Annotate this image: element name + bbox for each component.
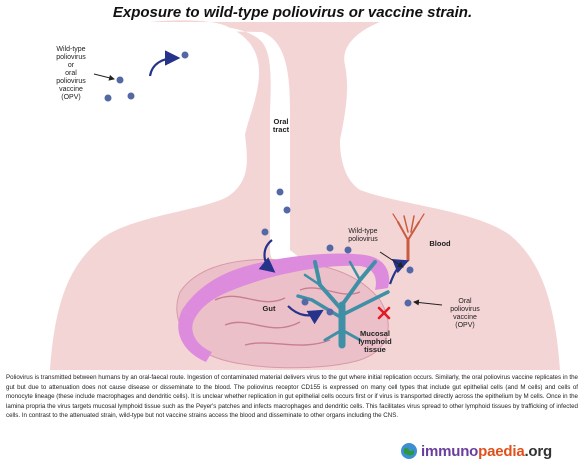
label-mucosal-lymphoid-tissue: Mucosal lymphoid tissue [349,330,401,354]
label-gut: Gut [258,305,280,313]
label-blood: Blood [425,240,455,248]
globe-icon [400,442,418,460]
label-opv: Oral poliovirus vaccine (OPV) [442,298,488,330]
label-wild-type-poliovirus: Wild-type poliovirus [338,228,388,244]
logo-wordmark: immunopaedia.org [421,443,552,460]
label-virus-source: Wild-type poliovirus or oral poliovirus … [48,46,94,102]
immunopaedia-logo: immunopaedia.org [400,441,580,461]
label-oral-tract: Oral tract [266,118,296,134]
